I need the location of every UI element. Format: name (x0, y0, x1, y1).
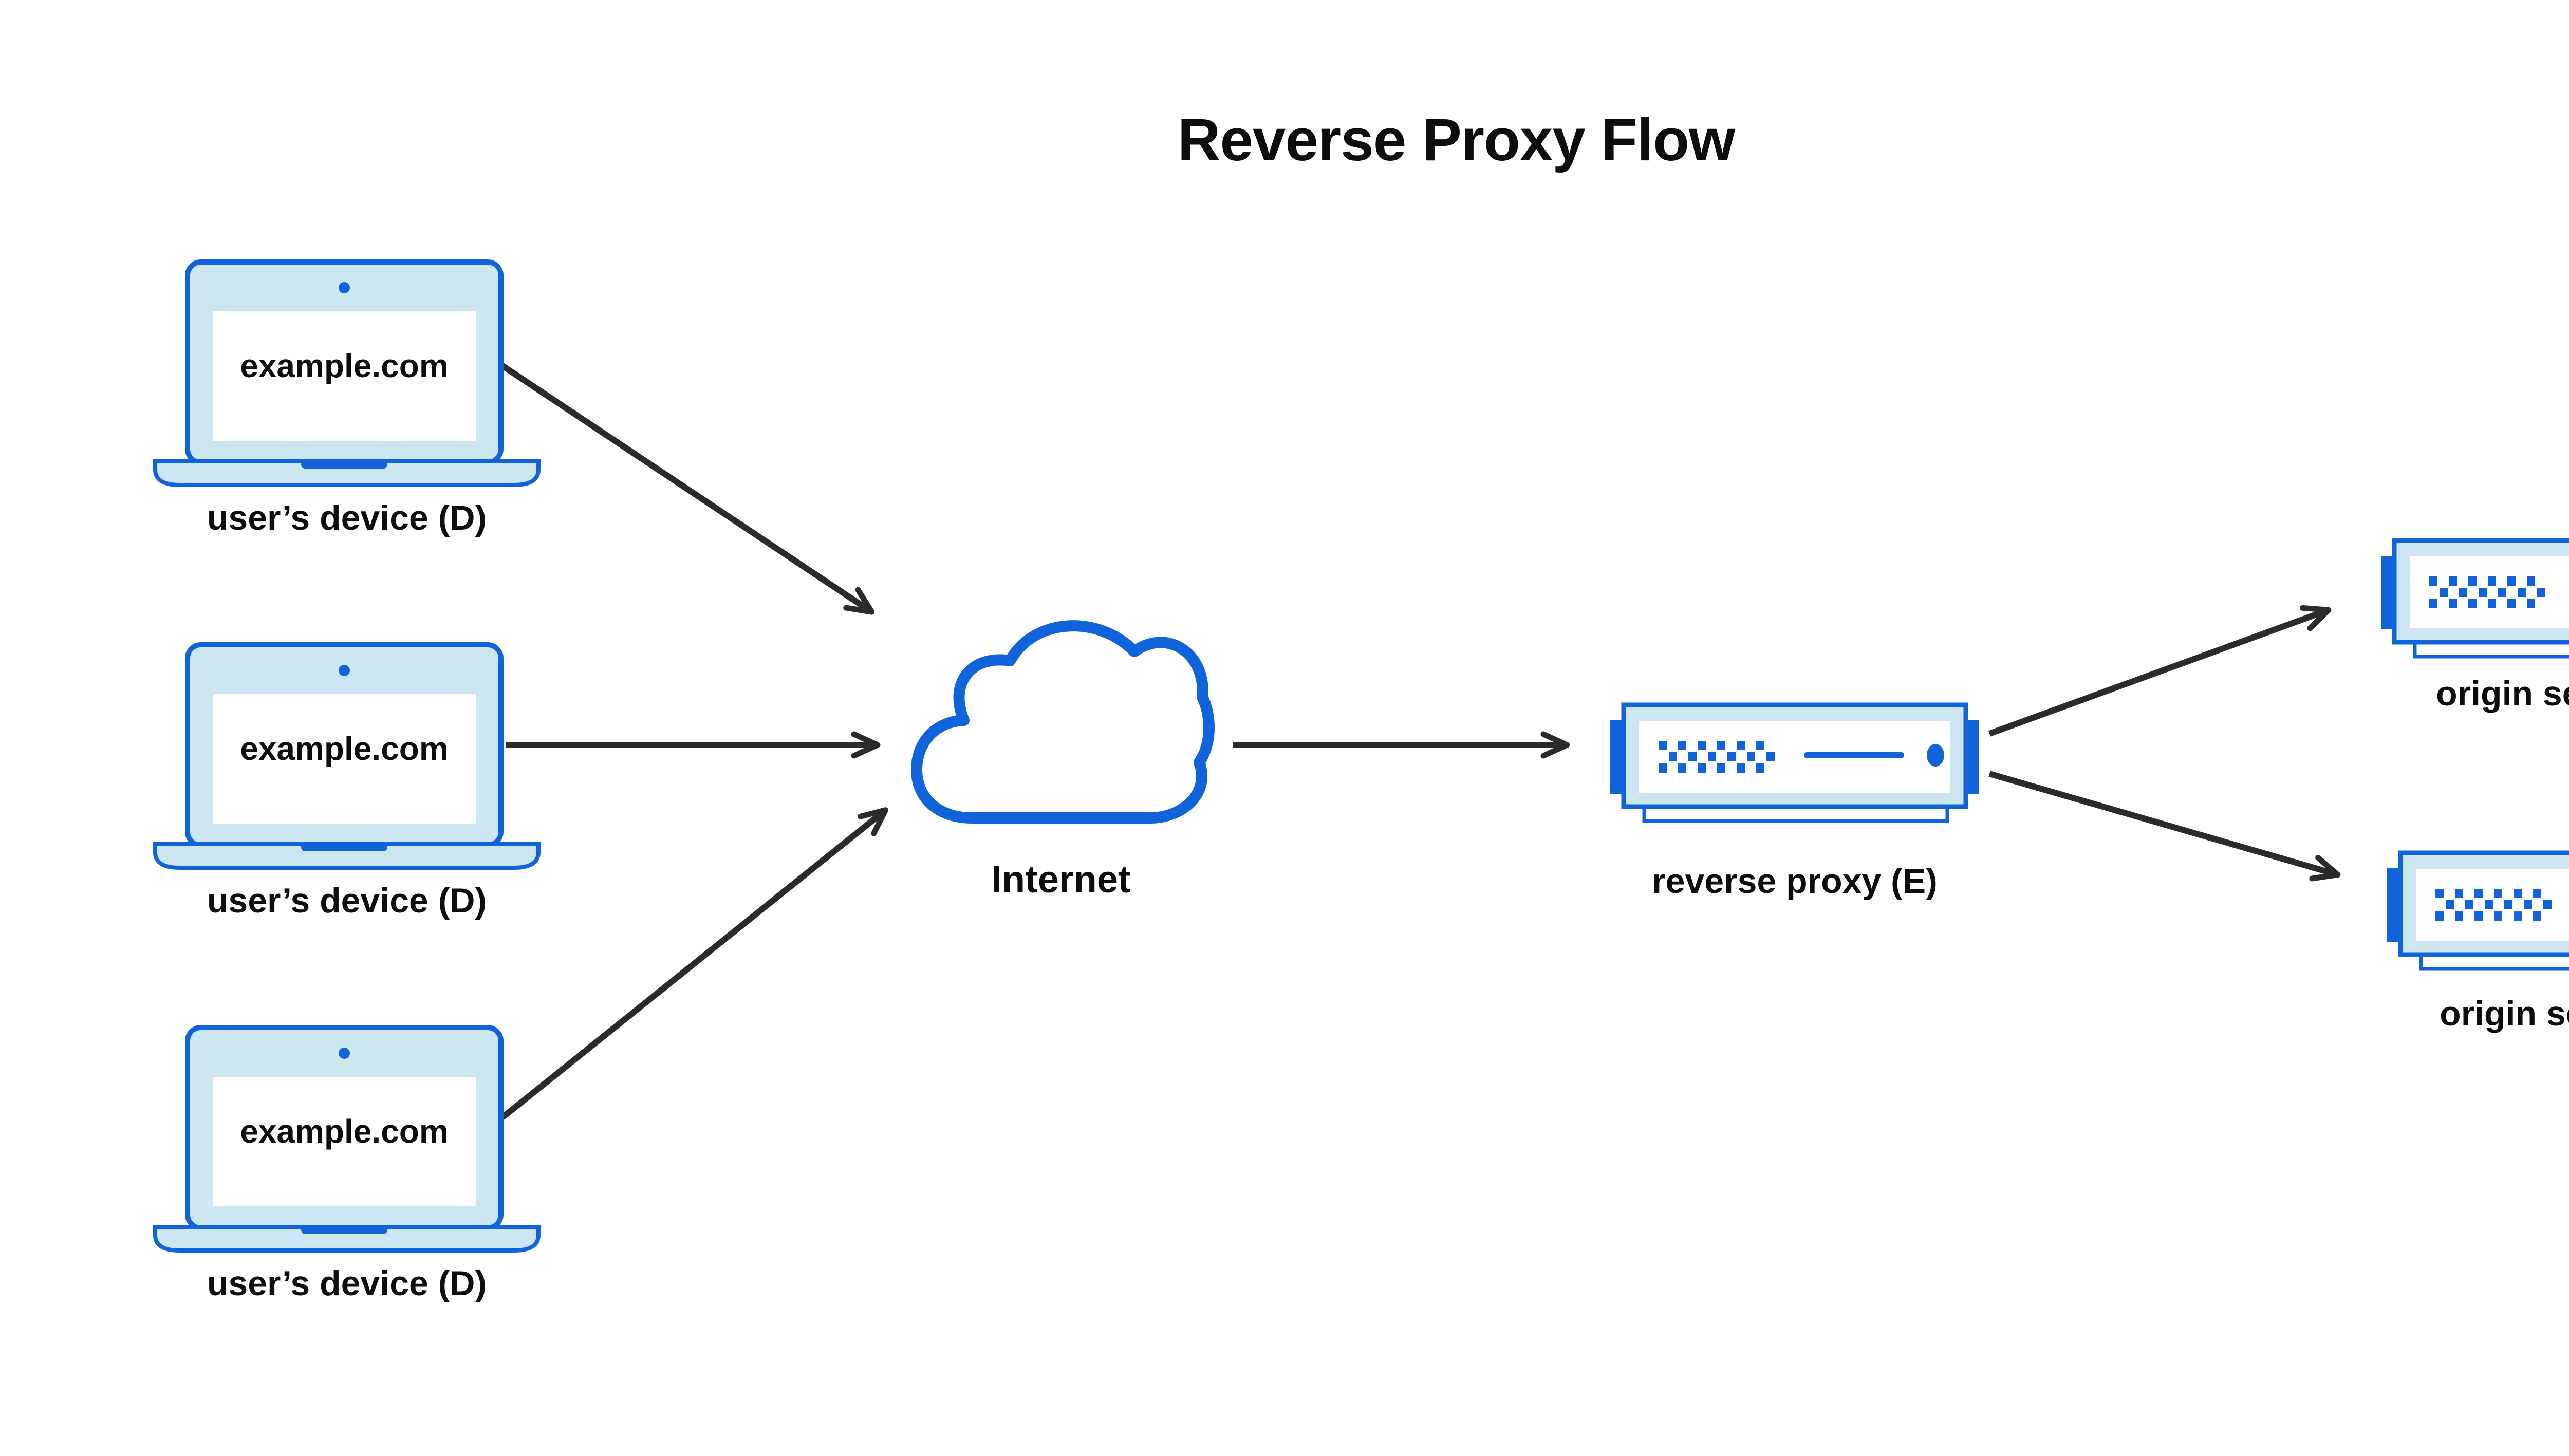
origin-server-bottom-label: origin server (F) (2440, 994, 2569, 1033)
device1-screen-text: example.com (240, 347, 449, 384)
device1-label: user’s device (D) (207, 498, 487, 537)
arrow-proxy-to-origin-top (1988, 605, 2332, 737)
diagram-title: Reverse Proxy Flow (1177, 106, 1736, 173)
arrow-proxy-to-origin-bottom (1988, 771, 2341, 882)
origin-server-bottom-icon (2387, 853, 2569, 969)
flow-arrows (500, 363, 2341, 1120)
arrow-device1-to-internet (500, 363, 875, 615)
reverse-proxy-icon (1610, 705, 1979, 821)
internet-cloud-icon (911, 620, 1215, 824)
arrow-device3-to-internet (500, 807, 889, 1120)
device2-label: user’s device (D) (207, 881, 487, 920)
device3-screen-text: example.com (240, 1113, 449, 1150)
origin-server-top-label: origin server (F) (2436, 674, 2569, 713)
origin-server-top-icon (2381, 540, 2569, 657)
device2-screen-text: example.com (240, 730, 449, 767)
device3-label: user’s device (D) (207, 1264, 487, 1303)
reverse-proxy-label: reverse proxy (E) (1652, 862, 1938, 901)
internet-label: Internet (991, 858, 1131, 901)
